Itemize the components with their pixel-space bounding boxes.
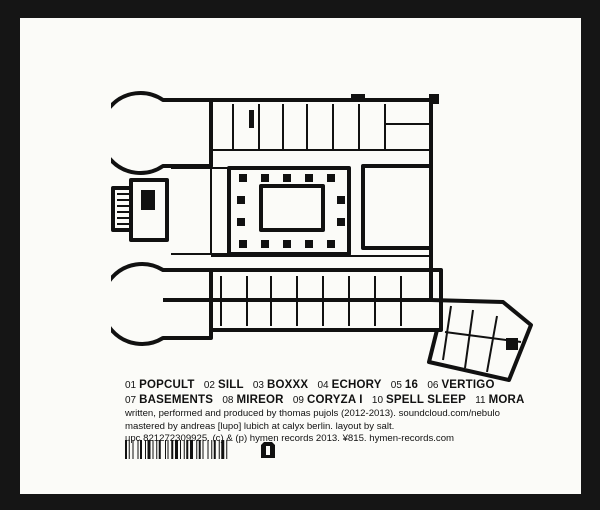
barcode-bar	[165, 440, 166, 459]
barcode-bar	[156, 440, 158, 459]
barcode-bar	[140, 440, 142, 459]
barcode-bar	[211, 440, 213, 459]
barcode-bar	[137, 440, 139, 459]
barcode-bar	[183, 440, 185, 459]
floor-plan-illustration	[111, 91, 533, 382]
barcode-bar	[213, 440, 216, 459]
barcode-bar	[207, 440, 209, 459]
barcode-bar	[198, 440, 201, 459]
barcode-bar	[167, 440, 169, 459]
barcode-bar	[221, 440, 225, 459]
barcode-bar	[226, 440, 228, 459]
barcode-bar	[147, 440, 151, 459]
barcode-bar	[132, 440, 134, 459]
barcode-bar	[190, 440, 193, 459]
barcode-bar	[128, 440, 130, 459]
barcode-icon	[125, 440, 228, 459]
barcode-bar	[218, 440, 220, 459]
barcode-bar	[186, 440, 189, 459]
hymen-label-logo-icon	[261, 442, 275, 458]
barcode-bar	[152, 440, 154, 459]
barcode-bar	[158, 440, 161, 459]
barcode-bar	[145, 440, 146, 459]
credits-mastered: mastered by andreas [lupo] lubich at cal…	[125, 420, 395, 432]
barcode-bar	[180, 440, 181, 459]
barcode-bar	[175, 440, 178, 459]
credits-written: written, performed and produced by thoma…	[125, 408, 500, 419]
credits-upc: upc 821272309925. (c) & (p) hymen record…	[125, 433, 455, 444]
barcode-bar	[196, 440, 198, 459]
barcode-bar	[125, 440, 127, 459]
barcode-bar	[171, 440, 174, 459]
barcode-bar	[202, 440, 204, 459]
